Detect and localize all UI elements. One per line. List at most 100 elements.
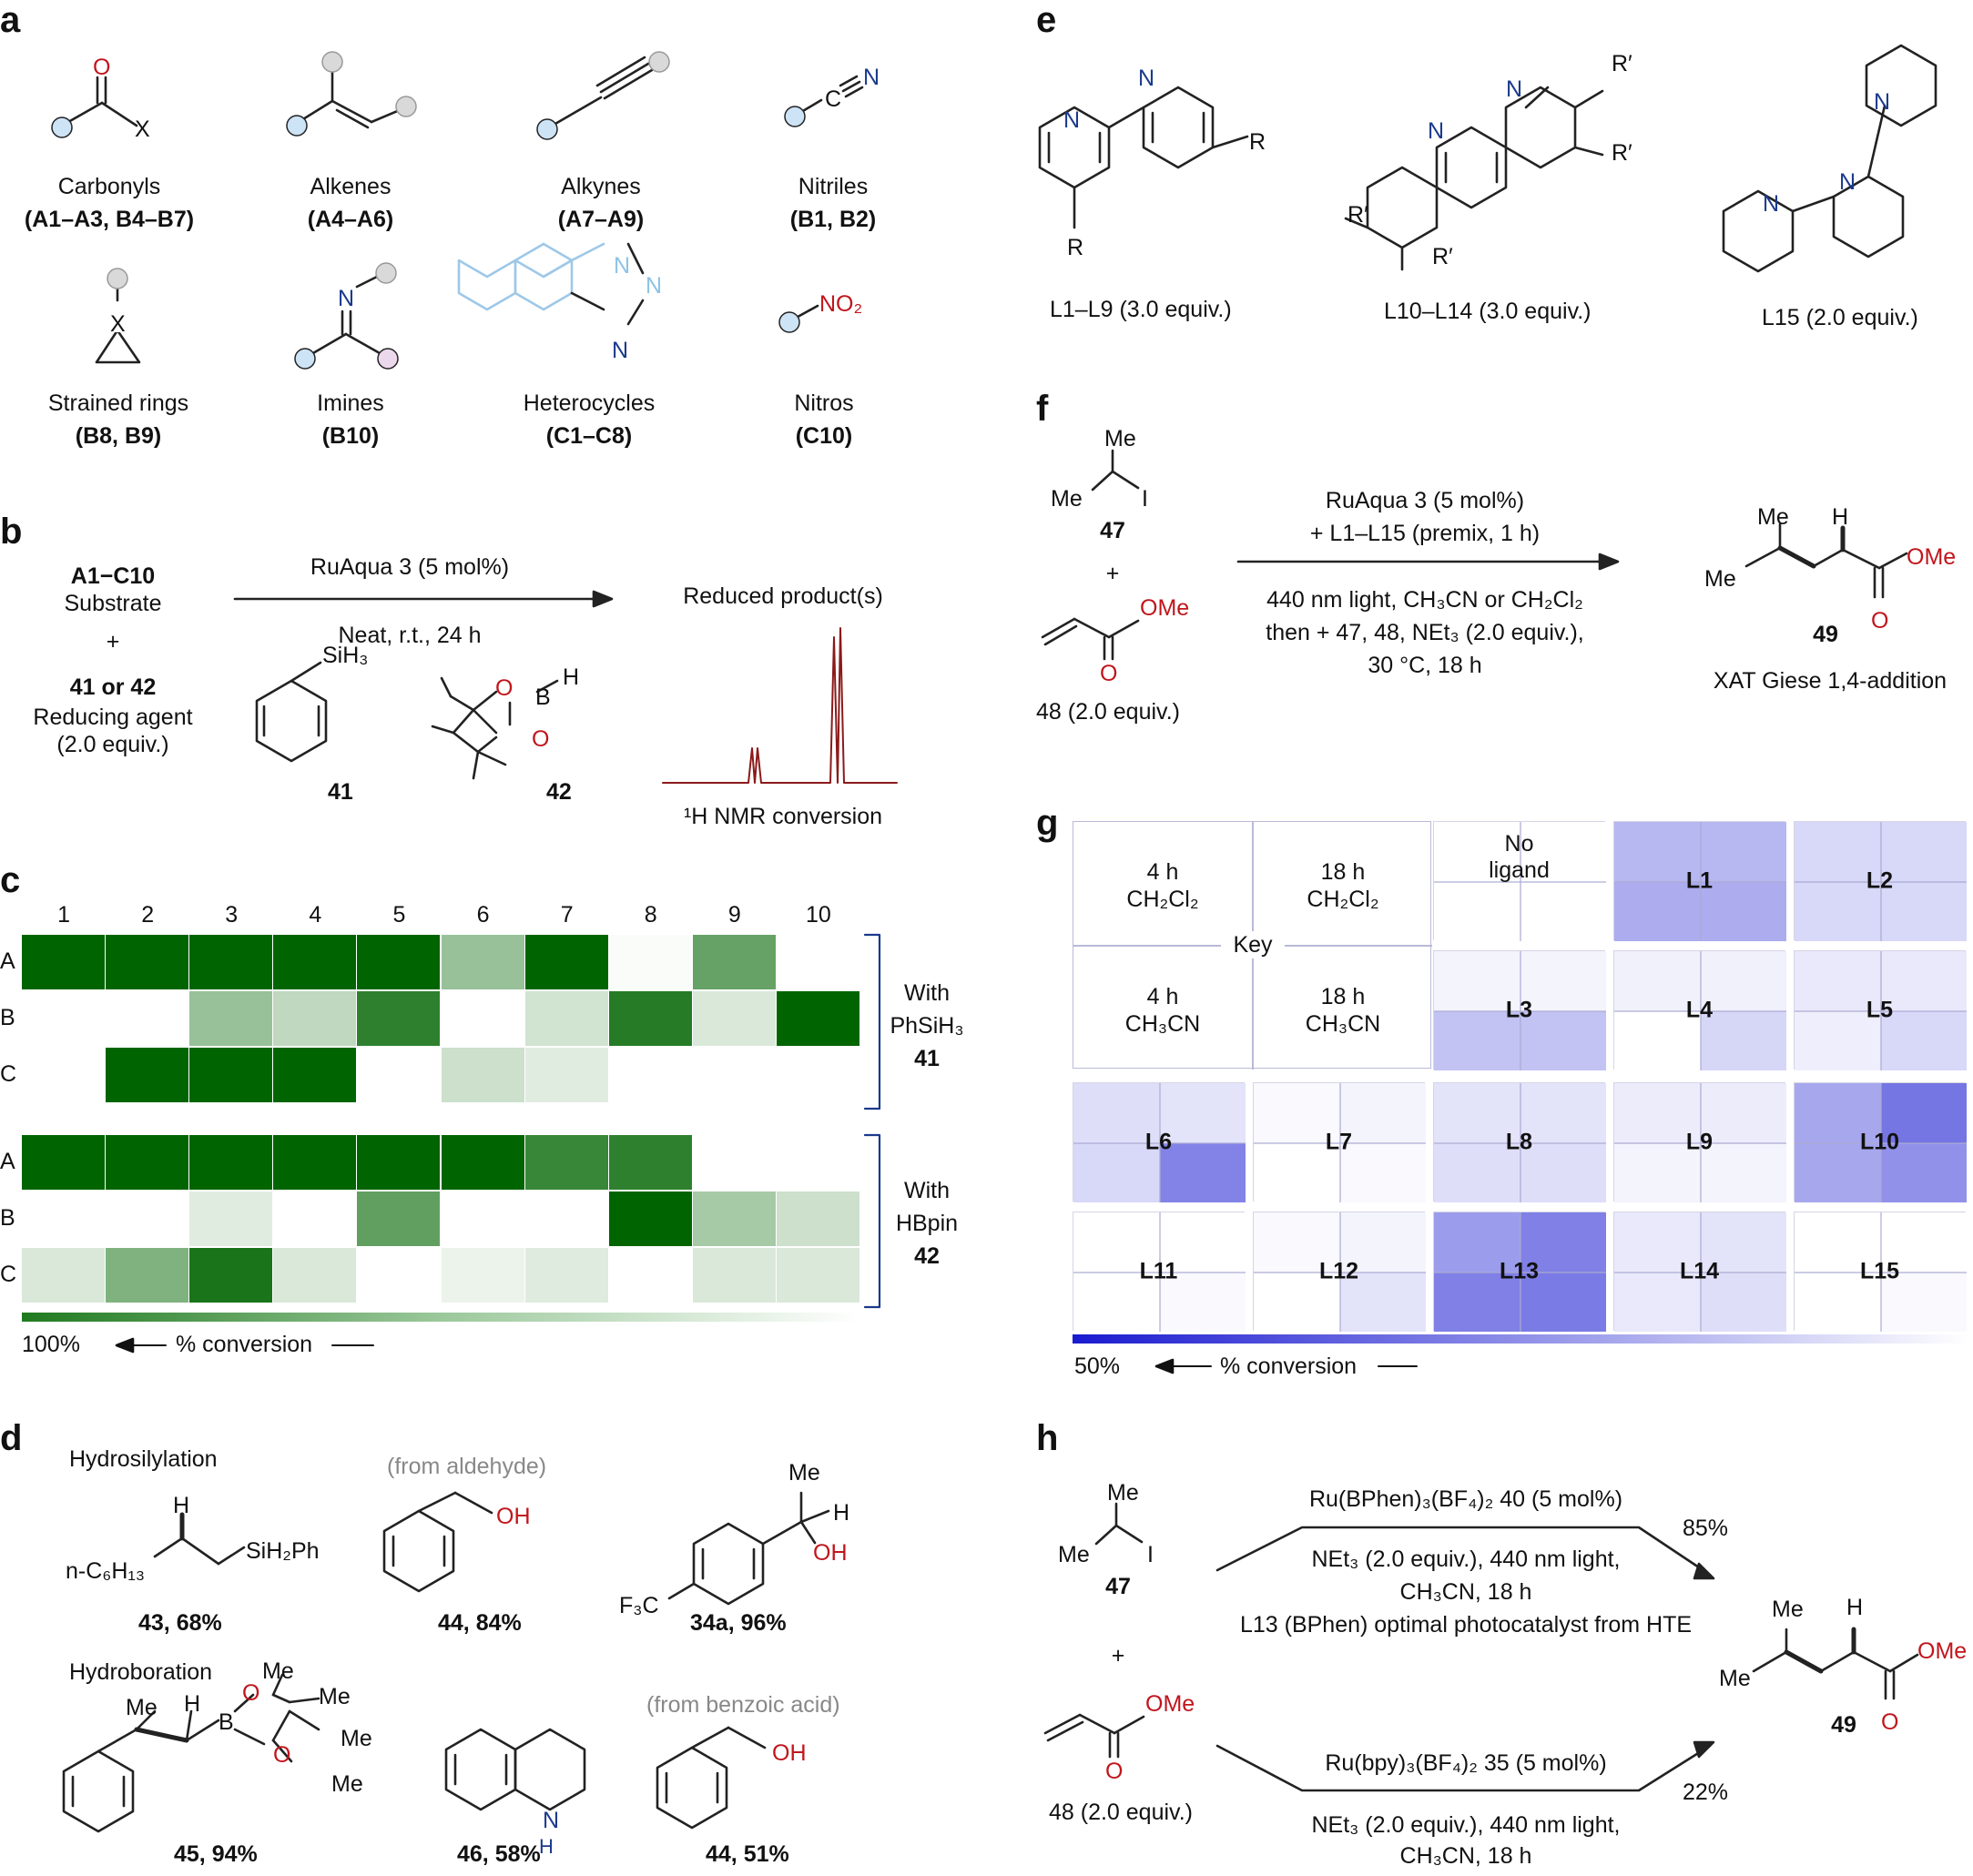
heatmap-top-cell (692, 991, 776, 1046)
strained-x: X (110, 311, 126, 337)
heatmap-column-label: 2 (141, 902, 155, 928)
f-h: H (1832, 504, 1848, 530)
b-o2: O (532, 726, 549, 752)
h-bot-cat: Ru(bpy)₃(BF₄)₂ 35 (5 mol%) (1325, 1750, 1607, 1776)
f-o2: O (1871, 608, 1888, 634)
ligand-quadrant (1795, 822, 1881, 882)
b-catalyst: RuAqua 3 (5 mol%) (310, 554, 510, 580)
panel-label-h: h (1036, 1418, 1059, 1458)
d-oh44a: OH (496, 1504, 531, 1529)
h-bot-c2: CH₃CN, 18 h (1399, 1843, 1532, 1869)
b-substrate-code: A1−C10 (70, 563, 156, 589)
carbonyl-o: O (93, 55, 110, 80)
ligand-cell-label: L4 (1685, 997, 1714, 1022)
ligand-cell-label: L12 (1318, 1258, 1359, 1283)
b-nmr: ¹H NMR conversion (683, 804, 883, 829)
heatmap-top-cell (524, 935, 608, 989)
heatmap-bottom-cell (189, 1192, 273, 1246)
ligand-quadrant (1434, 1272, 1520, 1332)
heatmap-column-label: 5 (392, 902, 406, 928)
d-h45: H (184, 1691, 200, 1717)
ligand-quadrant (1339, 1272, 1426, 1332)
f-c3: 30 °C, 18 h (1368, 653, 1482, 678)
d-p44a: 44, 84% (438, 1610, 522, 1636)
key-cell: 4 h CH₂Cl₂ 18 h CH₂Cl₂ 4 h CH₃CN 18 h CH… (1073, 821, 1432, 1070)
ligand-quadrant (1880, 822, 1967, 882)
c-top-num: 41 (914, 1046, 940, 1071)
b-product: Reduced product(s) (683, 583, 883, 609)
e-rp3: R′ (1348, 202, 1368, 228)
heatmap-top-cell (273, 991, 357, 1046)
heatmap-bottom-cell (357, 1192, 441, 1246)
b-o1: O (495, 675, 513, 701)
nmr-spectrum (662, 627, 898, 784)
ligand-quadrant (1434, 1212, 1520, 1273)
nitro-structure: NO₂ (778, 291, 862, 333)
heatmap-bottom-cell (189, 1135, 273, 1190)
e-n4: N (1428, 118, 1444, 144)
f-ome: OMe (1140, 595, 1189, 621)
e-rp2: R′ (1612, 140, 1632, 166)
ligand-quadrant (1520, 951, 1606, 1011)
ligand-quadrant (1159, 1272, 1246, 1332)
e-n3: N (1506, 76, 1522, 102)
ligand-quadrant (1880, 1212, 1967, 1273)
c-bottom-num: 42 (914, 1243, 940, 1269)
ligand-quadrant (1614, 822, 1701, 882)
ligand-quadrant (1795, 951, 1881, 1011)
panel-label-a: a (0, 0, 21, 40)
d-p45: 45, 94% (174, 1841, 258, 1867)
f-me1: Me (1104, 426, 1136, 451)
key-bl-solvent: CH₃CN (1124, 1011, 1201, 1037)
c-scale-bar (22, 1313, 860, 1322)
group-nitriles-name: Nitriles (798, 174, 869, 199)
ligand-quadrant (1880, 1272, 1967, 1332)
h-me3: Me (1772, 1597, 1804, 1622)
group-strained-name: Strained rings (47, 390, 189, 416)
b-conditions: Neat, r.t., 24 h (338, 623, 482, 648)
h-me4: Me (1719, 1666, 1751, 1691)
heatmap-bottom-cell (692, 1192, 776, 1246)
d-me45: Me (126, 1695, 158, 1720)
heatmap-bottom (22, 1135, 860, 1304)
heatmap-top-cell (189, 935, 273, 989)
ligand-quadrant (1434, 1142, 1520, 1202)
ligand-quadrant (1339, 1142, 1426, 1202)
ligand-cell-l7: L7 (1253, 1082, 1426, 1202)
d-o45b: O (273, 1742, 290, 1768)
ligand-quadrant (1339, 1083, 1426, 1143)
heatmap-top-cell (441, 935, 524, 989)
heatmap-row-label: A (0, 948, 15, 974)
heatmap-column-label: 4 (309, 902, 322, 928)
ligand-quadrant (1520, 1272, 1606, 1332)
key-tr-solvent: CH₂Cl₂ (1307, 887, 1379, 912)
e-l15-label: L15 (2.0 equiv.) (1762, 305, 1918, 330)
heatmap-bottom-cell (357, 1135, 441, 1190)
ligand-quadrant (1795, 1083, 1881, 1143)
d-h34a: H (833, 1500, 849, 1526)
ligand-quadrant (1795, 1010, 1881, 1070)
d-p44b: 44, 51% (706, 1841, 789, 1867)
h-top-yield: 85% (1683, 1516, 1729, 1541)
heatmap-top-cell (776, 991, 859, 1046)
h-top-c1: NEt₃ (2.0 equiv.), 440 nm light, (1311, 1546, 1621, 1572)
g-scale-max: 50% (1074, 1354, 1121, 1379)
ligand-quadrant (1795, 881, 1881, 941)
heatmap-top-cell (441, 1048, 524, 1102)
isopropyl-iodide-47: Me Me I (1051, 426, 1148, 512)
d-from-aldehyde: (from aldehyde) (387, 1454, 547, 1479)
panel-label-c: c (0, 860, 21, 900)
heatmap-bottom-cell (608, 1192, 692, 1246)
heatmap-top-cell (189, 1048, 273, 1102)
hetero-n3: N (612, 338, 628, 363)
panel-label-e: e (1036, 0, 1057, 40)
imine-n: N (338, 286, 354, 311)
h-o: O (1105, 1759, 1123, 1784)
group-nitros-name: Nitros (794, 390, 854, 416)
ligand-cell-label: L6 (1144, 1129, 1173, 1154)
carbonyl-x: X (135, 117, 150, 142)
f-me2: Me (1051, 486, 1083, 512)
